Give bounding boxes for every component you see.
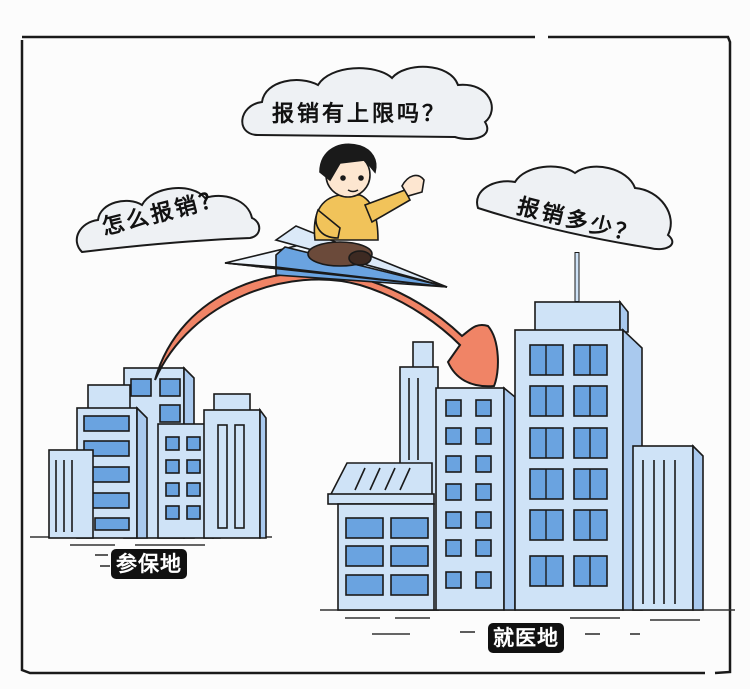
- cloud-bubble-top: [241, 65, 493, 141]
- bubble-text-top: 报销有上限吗？: [272, 102, 448, 127]
- girl-character: [307, 143, 425, 267]
- origin-location-label: 参保地: [111, 549, 187, 579]
- frame-border: [20, 35, 732, 675]
- destination-city-buildings: [327, 252, 704, 611]
- journey-arrow: [154, 271, 499, 388]
- cloud-bubble-left: [75, 187, 261, 254]
- origin-city-buildings: [48, 366, 267, 539]
- cloud-bubble-right: [476, 165, 674, 251]
- destination-location-label: 就医地: [488, 623, 564, 653]
